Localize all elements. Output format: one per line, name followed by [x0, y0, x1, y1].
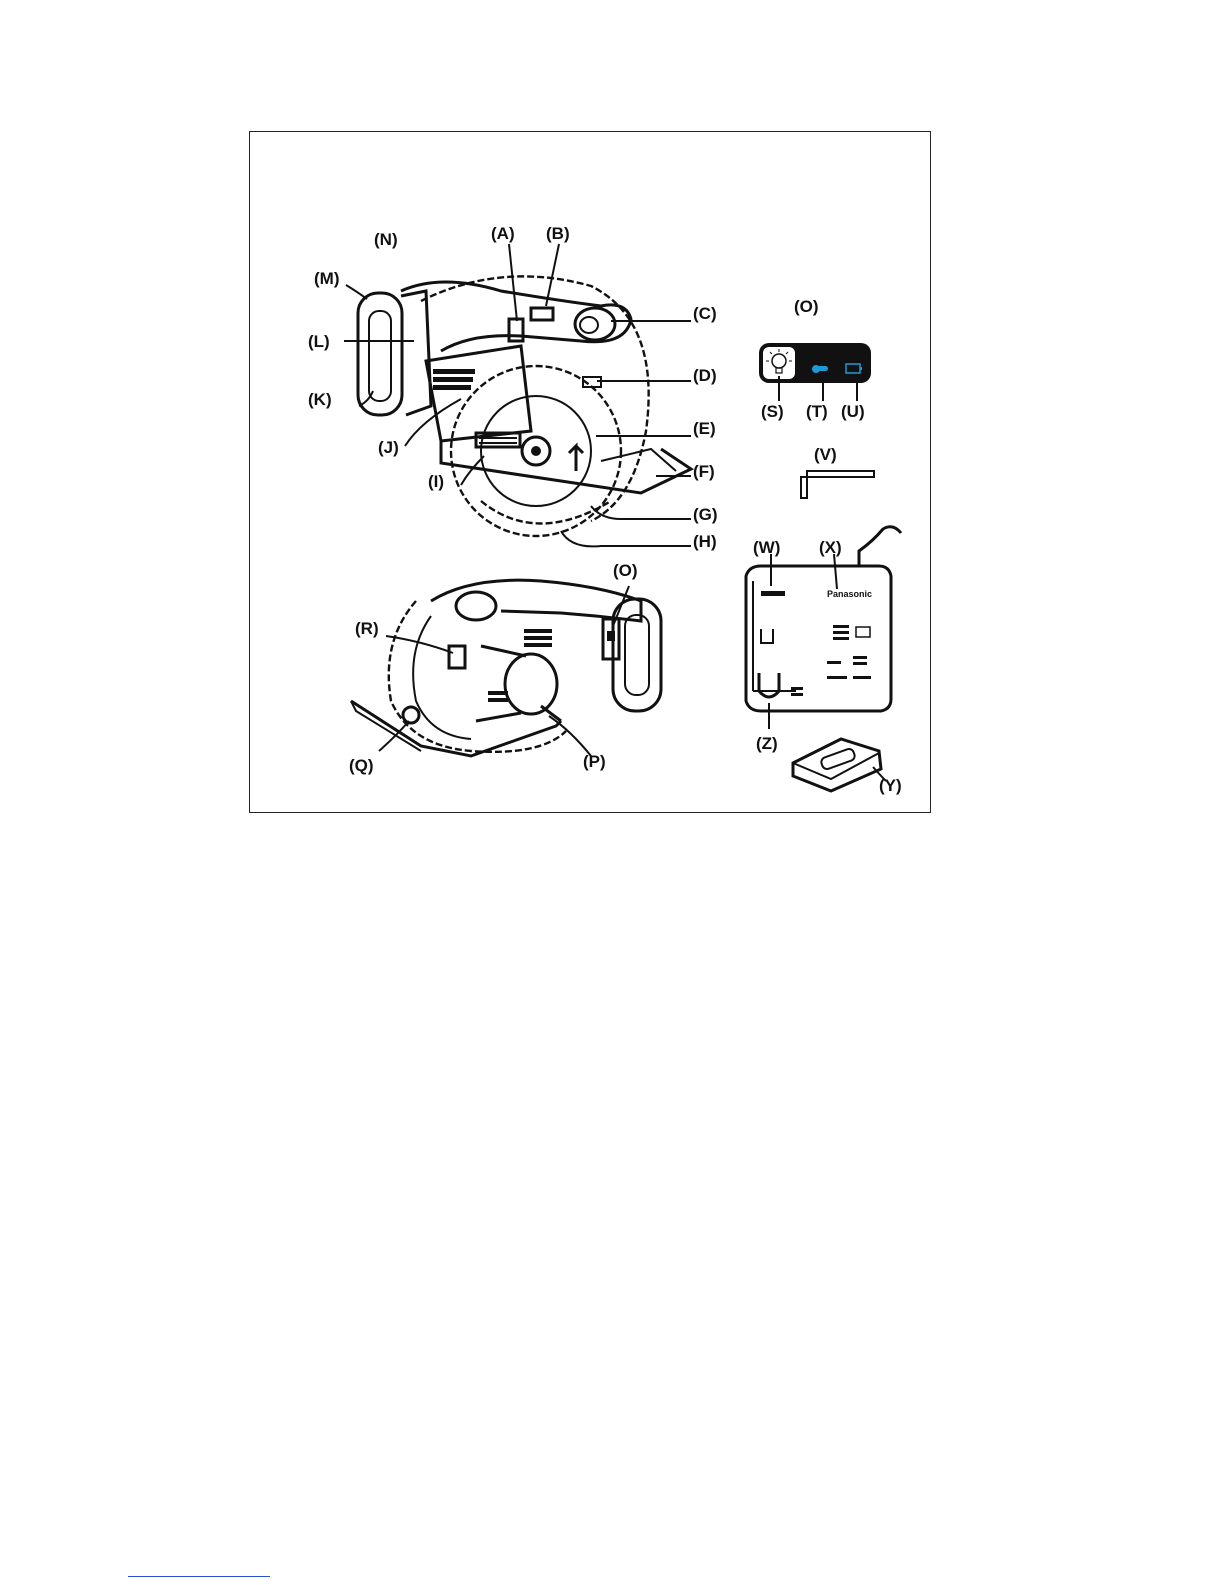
motor-vents	[433, 369, 475, 390]
charger-body	[746, 566, 891, 711]
label-L: (L)	[308, 332, 330, 351]
hex-wrench	[801, 471, 874, 498]
label-U: (U)	[841, 402, 865, 421]
charger-notch	[761, 629, 773, 643]
motor-fins	[488, 691, 508, 702]
label-G: (G)	[693, 505, 718, 524]
label-N: (N)	[374, 230, 398, 249]
label-W: (W)	[753, 538, 780, 557]
battery-side	[401, 291, 431, 415]
rear-vents	[524, 629, 552, 647]
label-E: (E)	[693, 419, 716, 438]
label-Y: (Y)	[879, 776, 902, 795]
indicator-display	[759, 343, 871, 383]
rear-guard	[389, 601, 566, 752]
label-Q: (Q)	[349, 756, 374, 775]
label-D: (D)	[693, 366, 717, 385]
indicator-window	[607, 631, 615, 641]
label-C: (C)	[693, 304, 717, 323]
saw-rear-view	[351, 580, 661, 756]
label-B: (B)	[546, 224, 570, 243]
saw-top-view	[358, 276, 691, 536]
battery-release	[369, 311, 391, 401]
charger-clip	[759, 673, 779, 697]
label-K: (K)	[308, 390, 332, 409]
label-J: (J)	[378, 438, 399, 457]
depth-lever	[509, 319, 523, 341]
charger-cord	[859, 527, 901, 566]
lever-grip	[479, 438, 517, 443]
figure-frame: (N) (A) (B) (M) (C) (L) (D) (K) (E) (J) …	[249, 131, 931, 813]
battery-cover	[793, 739, 881, 791]
bevel-knob	[403, 707, 419, 723]
charger-label-bar	[761, 591, 785, 596]
label-R: (R)	[355, 619, 379, 638]
footer-link-underline[interactable]	[128, 1576, 270, 1577]
saw-parts-diagram: (N) (A) (B) (M) (C) (L) (D) (K) (E) (J) …	[250, 132, 932, 814]
label-P: (P)	[583, 752, 606, 771]
label-H: (H)	[693, 532, 717, 551]
label-O-top: (O)	[794, 297, 819, 316]
arbor-bolt	[531, 446, 541, 456]
label-Z: (Z)	[756, 734, 778, 753]
leader-lines-charger	[769, 554, 837, 729]
label-F: (F)	[693, 462, 715, 481]
motor-cap	[505, 654, 557, 714]
safety-lever	[449, 646, 465, 668]
label-S: (S)	[761, 402, 784, 421]
label-X: (X)	[819, 538, 842, 557]
rear-battery-release	[625, 615, 649, 695]
motor-housing	[426, 346, 531, 441]
rear-guard-inner	[413, 616, 471, 739]
front-knob-center	[580, 317, 598, 333]
bevel-adjust	[531, 308, 553, 320]
charger-brand: Panasonic	[827, 589, 872, 599]
base-plate	[441, 441, 691, 493]
label-I: (I)	[428, 472, 444, 491]
rotation-arrow	[569, 446, 583, 471]
label-T: (T)	[806, 402, 828, 421]
charger-text-lines	[791, 625, 871, 696]
cover-slot	[820, 748, 856, 771]
label-V: (V)	[814, 445, 837, 464]
label-M: (M)	[314, 269, 339, 288]
leader-lines-top	[344, 244, 691, 546]
label-A: (A)	[491, 224, 515, 243]
spindle-lock	[541, 706, 561, 721]
rear-knob	[456, 592, 496, 620]
label-O-side: (O)	[613, 561, 638, 580]
